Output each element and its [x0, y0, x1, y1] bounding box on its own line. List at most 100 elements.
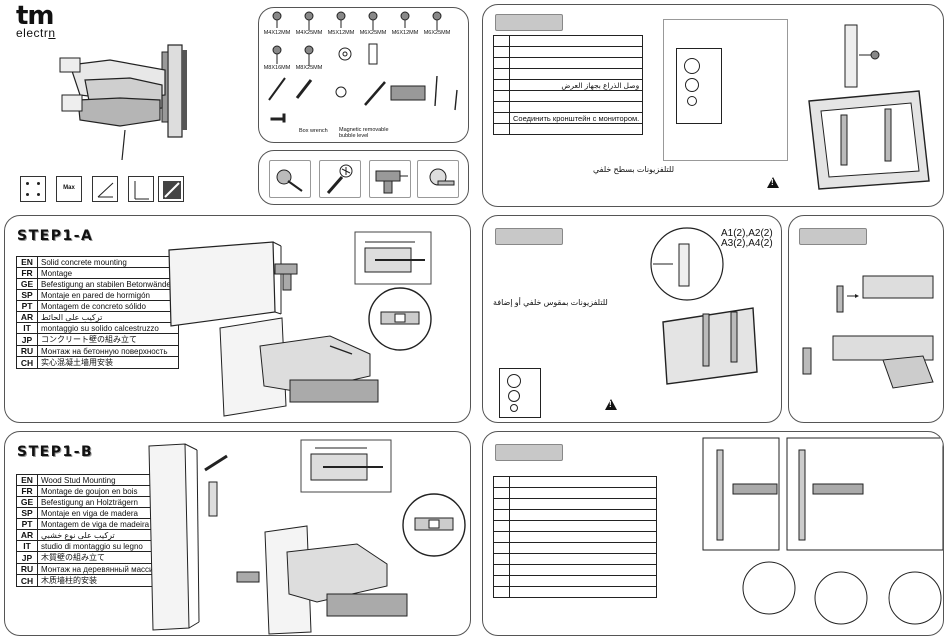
product-illustration — [59, 44, 187, 161]
screw-label-a3a4: A3(2),A4(2) — [721, 238, 773, 249]
brand-name: tm — [16, 1, 55, 31]
vesa-pattern-icon — [20, 176, 46, 202]
max-load-label: Max — [63, 185, 75, 191]
tilt-icon — [92, 176, 118, 202]
step1a-mount-illustration — [219, 317, 379, 417]
step1a-lang-code: GE — [16, 278, 38, 290]
step1a-lang-text: Solid concrete mounting — [36, 256, 180, 268]
step1a-lang-code: AR — [16, 311, 38, 323]
step1a-lang-text: Montage — [36, 267, 180, 279]
step1a-lang-code: CH — [16, 356, 38, 369]
step1b-level-closeup — [402, 493, 466, 557]
adjust-illustration — [702, 437, 943, 625]
curved-screw-size-box — [493, 346, 586, 418]
step1b-mount-illustration — [236, 525, 408, 635]
hw-label-7: M8X16MM — [263, 65, 291, 71]
step1b-lang-text: 木质墙柱的安装 — [37, 574, 165, 587]
step1a-lang-text: montaggio su solido calcestruzzo — [36, 322, 180, 334]
step1a-lang-text: 实心混凝土墙用安装 — [36, 356, 180, 369]
step1b-lang-code: SP — [16, 507, 38, 519]
power-drill-tool — [369, 160, 411, 198]
warning-icon-curved — [605, 399, 617, 410]
attach-instruction-table: وصل الذراع بجهاز العرض Соединить кронште… — [493, 35, 644, 135]
adjust-instruction-table — [493, 476, 657, 598]
step1a-lang-code: EN — [16, 256, 38, 268]
brand-subline: electrn — [16, 27, 86, 39]
step1a-lang-code: PT — [16, 300, 38, 312]
step1a-lang-code: IT — [16, 322, 38, 334]
tv-back-illustration — [808, 24, 930, 190]
arm-attach-illustration — [802, 275, 934, 389]
anchor-and-bracket-icons — [268, 75, 458, 123]
screwdriver-tool — [319, 160, 361, 198]
step1a-lang-code: JP — [16, 333, 38, 346]
brand-sub: electr — [16, 26, 49, 40]
step1b-title: STEP1-B — [17, 444, 94, 460]
step1b-stud-illustration — [148, 443, 228, 631]
brand-sub-end: n — [48, 26, 56, 40]
curved-arabic-text: للتلفزيونات بمقوس خلفي أو إضافة — [493, 298, 608, 307]
brand-logo: tm electrn — [16, 1, 86, 41]
curved-tv-illustration — [650, 227, 758, 385]
step1a-lang-code: RU — [16, 345, 38, 357]
attach-row-russian: Соединить кронштейн с монитором. — [508, 112, 644, 124]
step1a-depth-gauge — [354, 231, 432, 285]
step1a-lang-text: Монтаж на бетонную поверхность — [36, 345, 180, 357]
section-tab-adjust — [495, 444, 563, 461]
tools-panel — [258, 150, 469, 205]
hw-label-3: M5X12MM — [327, 30, 355, 36]
screw-label-a1a2: A1(2),A2(2) — [721, 228, 773, 239]
hw-label-4: M6X25MM — [359, 30, 387, 36]
extension-icon — [158, 176, 184, 202]
step1a-title: STEP1-A — [17, 228, 94, 244]
step1b-lang-code: JP — [16, 551, 38, 564]
arm-attach-panel — [788, 215, 944, 423]
hw-label-5: M6X12MM — [391, 30, 419, 36]
step1a-wall-drill-illustration — [168, 241, 298, 327]
hw-label-8: M8X25MM — [295, 65, 323, 71]
adjust-panel — [482, 431, 944, 636]
hardware-panel: M4X12MM M4X25MM M5X12MM M6X25MM M6X12MM … — [258, 7, 469, 143]
hw-label-2: M4X25MM — [295, 30, 323, 36]
attach-row-arabic: وصل الذراع بجهاز العرض — [508, 79, 644, 91]
section-tab-arm — [799, 228, 867, 245]
step1b-lang-code: AR — [16, 529, 38, 541]
warning-icon — [767, 177, 779, 188]
tv-attach-panel: وصل الذراع بجهاز العرض Соединить кронште… — [482, 4, 944, 207]
step1b-lang-code: IT — [16, 540, 38, 552]
step1b-lang-code: RU — [16, 563, 38, 575]
section-tab-attach — [495, 14, 563, 31]
step1b-lang-code: FR — [16, 485, 38, 497]
drill-bit-tool — [269, 160, 311, 198]
step1b-lang-code: GE — [16, 496, 38, 508]
screw-icons-row1 — [272, 11, 442, 30]
step1a-lang-text: تركيب على الحائط — [36, 311, 180, 323]
step1a-lang-text: Befestigung an stabilen Betonwänden — [36, 278, 180, 290]
step1a-lang-text: Montagem de concreto sólido — [36, 300, 180, 312]
attach-arabic-footer: للتلفزيونات بسطح خلفي — [593, 165, 675, 174]
screw-icons-row2 — [272, 43, 378, 66]
section-tab-curved — [495, 228, 563, 245]
step1b-lang-code: CH — [16, 574, 38, 587]
step1a-lang-code: FR — [16, 267, 38, 279]
step1a-level-closeup — [368, 287, 432, 351]
hw-tool-label-box-wrench: Box wrench — [299, 128, 328, 134]
step1a-lang-text: コンクリート壁の組み立て — [36, 333, 180, 346]
